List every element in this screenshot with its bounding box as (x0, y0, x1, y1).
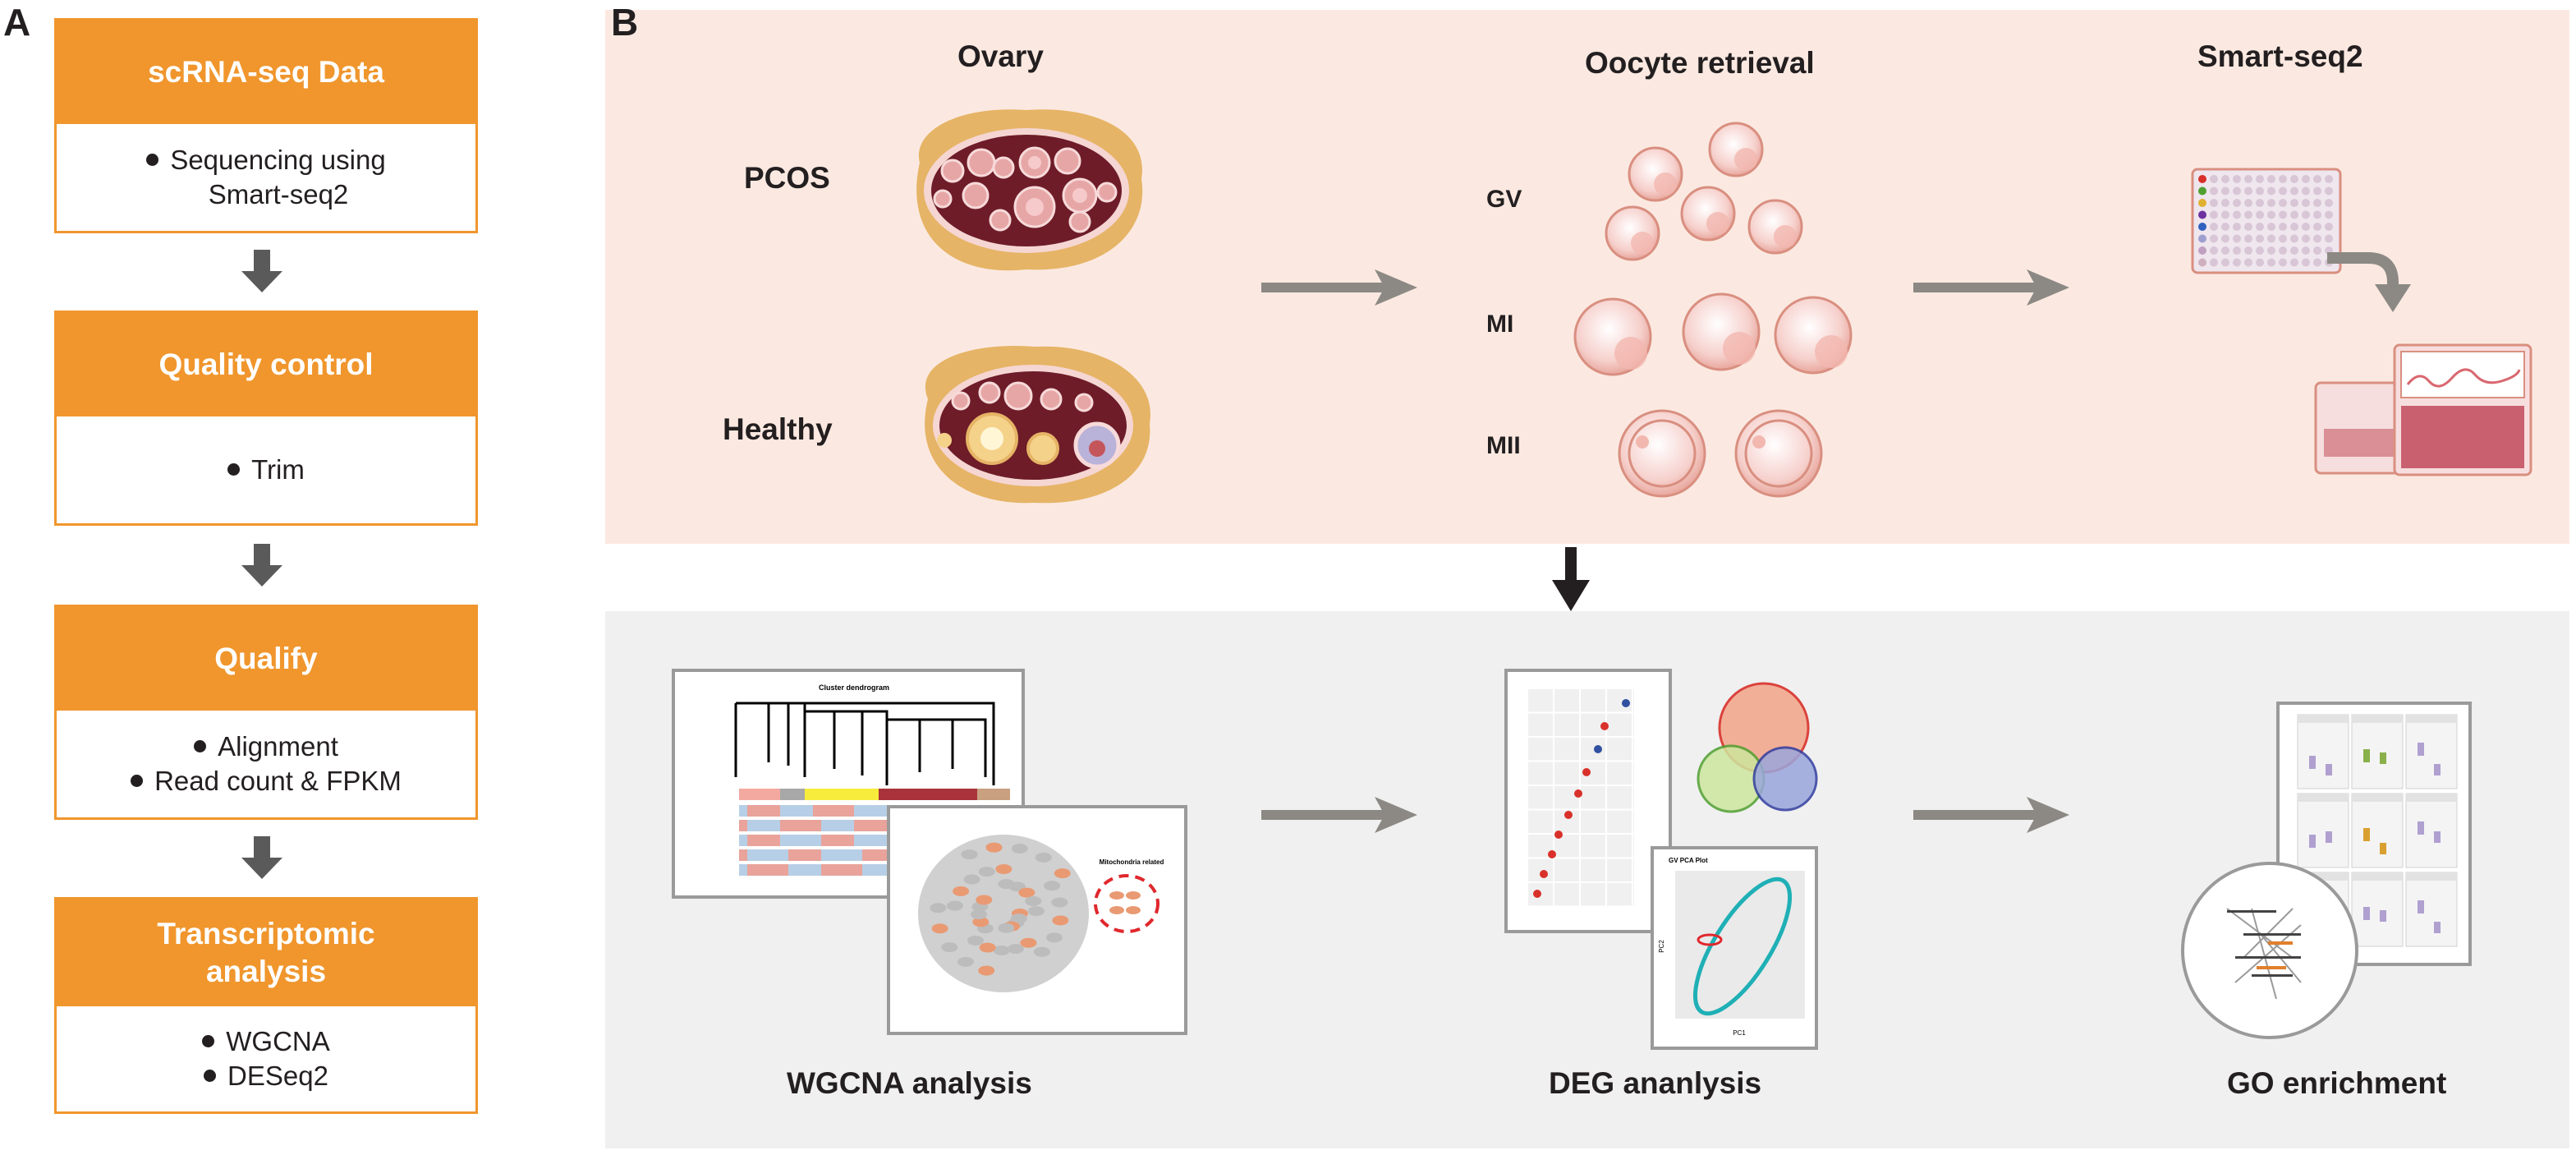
step-bullet: Sequencing using (170, 145, 386, 175)
deg-venn-diagram (1697, 682, 1818, 813)
bullet-dot (131, 775, 144, 787)
step-title: Qualify (57, 607, 475, 711)
down-arrow-icon (241, 544, 282, 587)
step-title: scRNA-seq Data (57, 21, 475, 124)
step-body: Sequencing using Smart-seq2 (57, 124, 475, 231)
label-wgcna-analysis: WGCNA analysis (787, 1066, 1032, 1100)
computer-screen-icon (2393, 343, 2532, 476)
step-quality-control: Quality control Trim (54, 311, 478, 526)
go-boxplot-figure (2276, 702, 2472, 966)
label-go-enrichment: GO enrichment (2227, 1066, 2447, 1100)
step-transcriptomic-analysis: Transcriptomic analysis WGCNA DESeq2 (54, 897, 478, 1114)
label-healthy: Healthy (723, 412, 833, 446)
pca-y-label: PC2 (1658, 940, 1665, 953)
down-arrow-icon (1552, 547, 1590, 611)
network-module-label: Mitochondria related (1100, 858, 1164, 866)
oocytes-illustration (1573, 122, 1853, 498)
right-arrow-icon (1261, 797, 1417, 833)
bullet-dot (227, 463, 241, 476)
label-mii: MII (1486, 432, 1521, 459)
step-bullet: Alignment (218, 731, 338, 762)
step-bullet: DESeq2 (227, 1061, 328, 1091)
step-body: Trim (57, 416, 475, 523)
down-arrow-icon (241, 250, 282, 292)
go-enrichment-circle (2181, 862, 2358, 1039)
right-arrow-icon (1913, 269, 2069, 306)
step-body: Alignment Read count & FPKM (57, 711, 475, 817)
step-body: WGCNA DESeq2 (57, 1006, 475, 1111)
right-arrow-icon (1261, 269, 1417, 306)
right-arrow-icon (1913, 797, 2069, 833)
bullet-dot (202, 1035, 215, 1047)
pca-title: GV PCA Plot (1669, 857, 1708, 864)
dendrogram-title: Cluster dendrogram (819, 683, 889, 692)
label-gv: GV (1486, 186, 1522, 213)
step-bullet: WGCNA (226, 1026, 330, 1056)
curved-arrow-icon (2327, 252, 2411, 312)
step-bullet-continuation: Smart-seq2 (208, 179, 349, 209)
pca-x-label: PC1 (1733, 1029, 1746, 1037)
wgcna-network-figure: Mitochondria related (887, 805, 1187, 1035)
label-deg-analysis: DEG ananlysis (1549, 1066, 1762, 1100)
header-oocyte-retrieval: Oocyte retrieval (1585, 46, 1815, 80)
panel-b-letter: B (611, 1, 639, 44)
panel-a-letter: A (3, 1, 31, 44)
deg-pca-plot: GV PCA Plot PC1 PC2 (1651, 846, 1818, 1050)
step-title: Quality control (57, 313, 475, 416)
step-bullet: Read count & FPKM (154, 766, 402, 796)
step-title-line: analysis (205, 955, 327, 988)
step-qualify: Qualify Alignment Read count & FPKM (54, 605, 478, 820)
header-ovary: Ovary (957, 39, 1044, 73)
step-scrnaseq-data: scRNA-seq Data Sequencing using Smart-se… (54, 18, 478, 233)
label-pcos: PCOS (744, 161, 830, 195)
step-title-line: Transcriptomic (157, 917, 375, 950)
label-mi: MI (1486, 311, 1514, 338)
down-arrow-icon (241, 836, 282, 879)
deg-dotplot-figure (1504, 669, 1672, 933)
bullet-dot (194, 740, 207, 752)
bullet-dot (204, 1070, 217, 1082)
well-plate-icon (2191, 168, 2342, 274)
healthy-ovary-illustration (925, 345, 1150, 504)
header-smart-seq2: Smart-seq2 (2197, 39, 2363, 73)
step-bullet: Trim (251, 454, 305, 485)
step-title: Transcriptomic analysis (57, 900, 475, 1006)
bullet-dot (146, 154, 159, 166)
pcos-ovary-illustration (916, 109, 1143, 271)
